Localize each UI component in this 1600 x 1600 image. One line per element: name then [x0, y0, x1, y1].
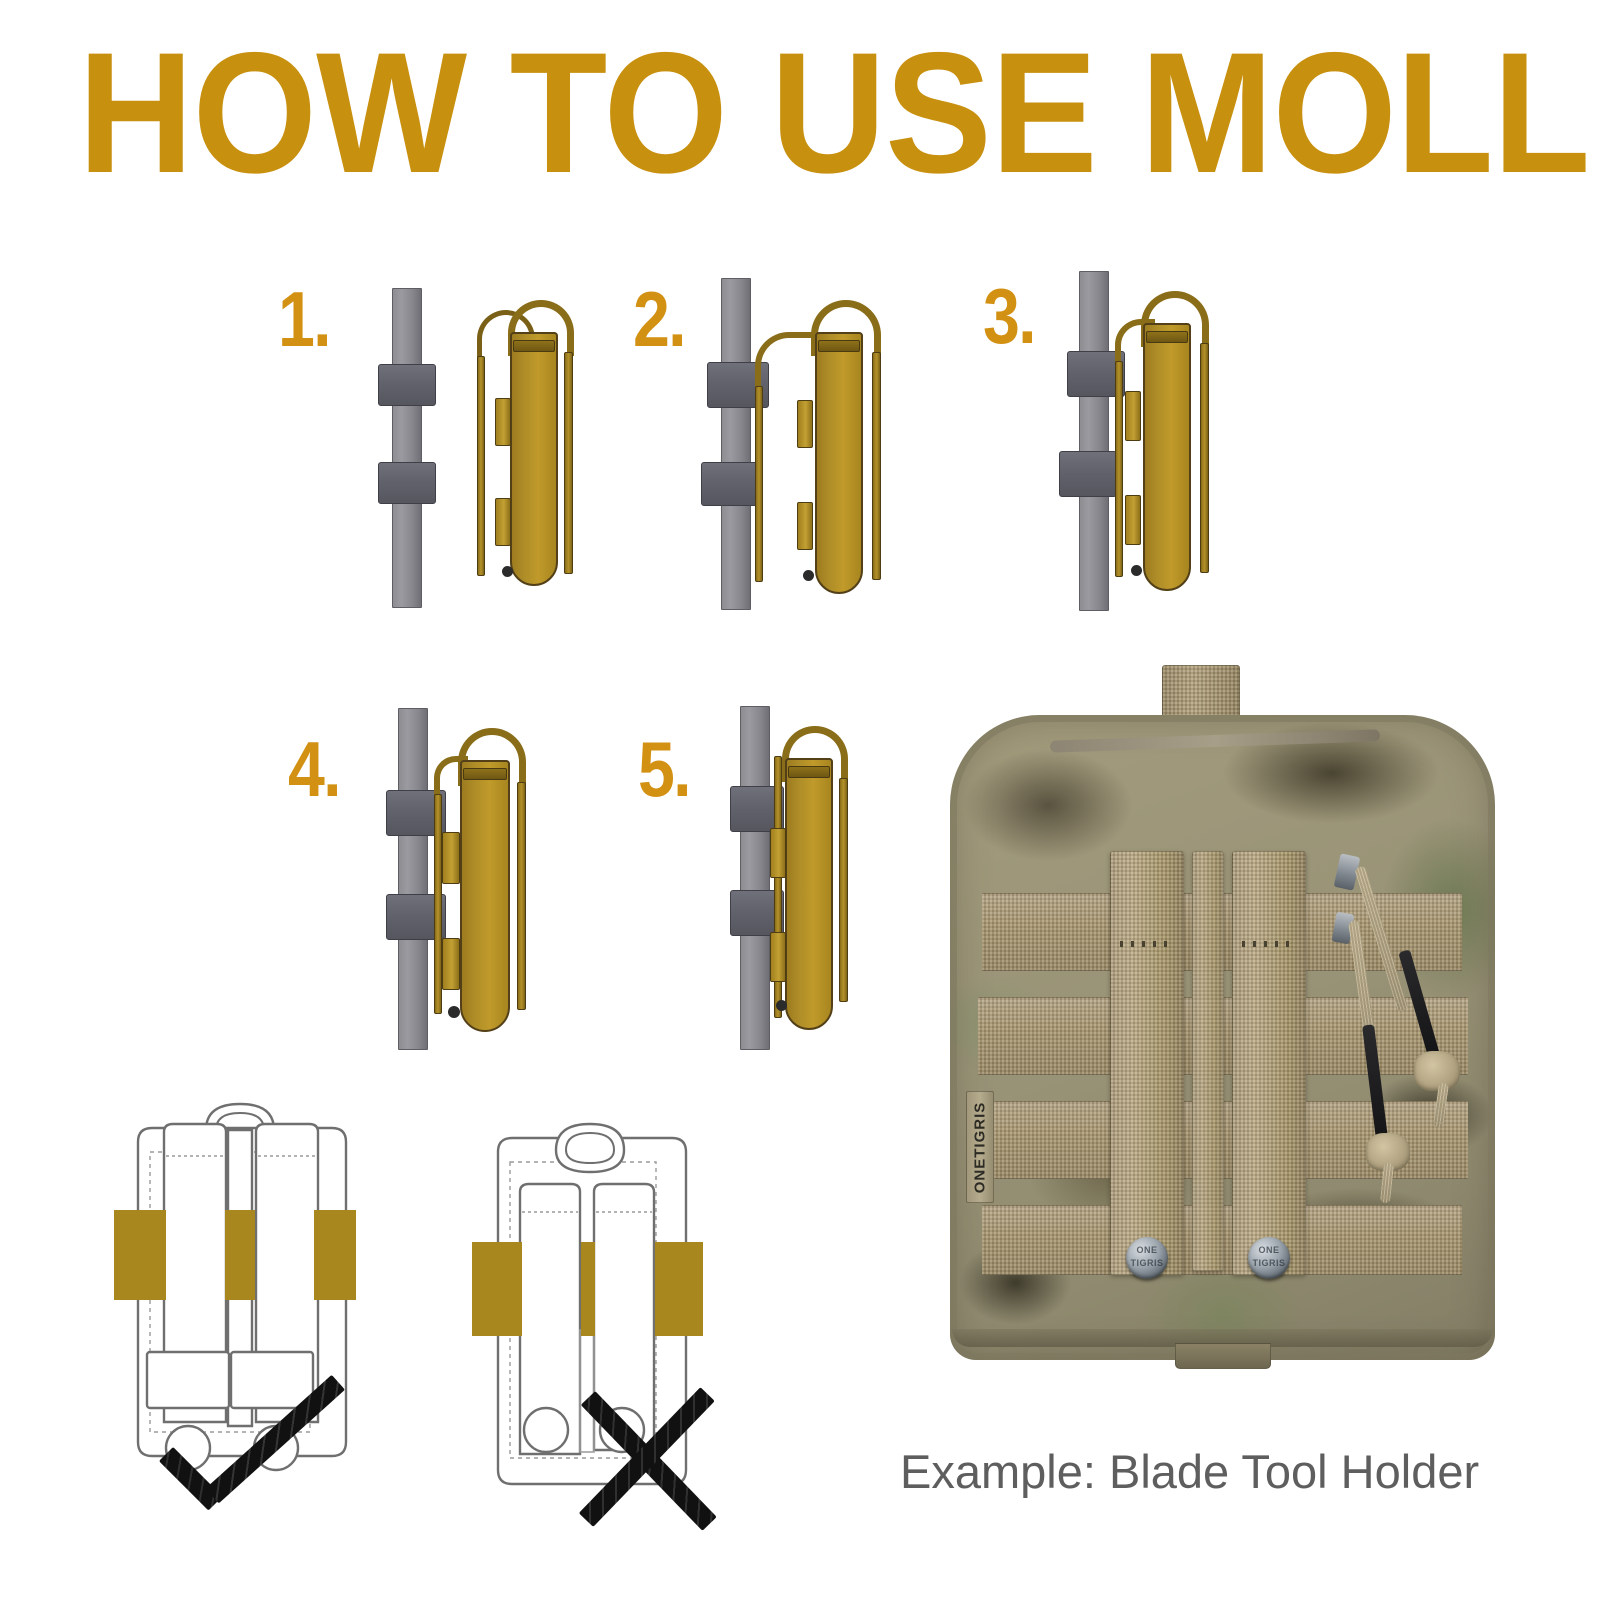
snap-button-right: ONE TIGRIS [1248, 1237, 1290, 1279]
pouch-snap-dot [1131, 565, 1142, 576]
pouch-top-edge [818, 340, 860, 352]
molle-webbing-strip [1079, 271, 1109, 611]
webbing-band-right [655, 1242, 703, 1336]
webbing-loop-upper [378, 364, 436, 406]
pouch-strap-tab-upper [442, 832, 460, 884]
pouch-top-edge [513, 340, 555, 352]
correct-example [100, 1090, 430, 1511]
product-caption: Example: Blade Tool Holder [900, 1445, 1480, 1498]
molle-strap-right [1232, 851, 1306, 1275]
brand-label-text: ONETIGRIS [971, 1101, 989, 1194]
pouch-strap-outer-tail [477, 356, 485, 576]
pouch-strap-rear-tail [839, 778, 848, 1002]
pouch-strap-hook [508, 300, 574, 356]
step-3-number: 3. [983, 272, 1037, 360]
pouch-strap-tab-lower [495, 498, 511, 546]
incorrect-example [450, 1090, 780, 1531]
pouch-strap-rear-tail [564, 352, 573, 574]
pouch-body [460, 760, 510, 1032]
brand-label-tag: ONETIGRIS [966, 1091, 994, 1203]
webbing-band-left [472, 1242, 522, 1336]
molle-webbing-strip [392, 288, 422, 608]
molle-row-2 [978, 997, 1468, 1075]
pouch-strap-rear-tail [517, 782, 526, 1010]
pouch-strap-threading-curve [434, 756, 468, 798]
product-photo: ONE TIGRIS ONE TIGRIS ONETIGRIS [930, 655, 1510, 1395]
step-4-number: 4. [288, 725, 342, 813]
pouch-strap-tab-lower [442, 938, 460, 990]
pouch-strap-hook [458, 728, 526, 786]
pouch-strap-threaded-tail [434, 794, 442, 1014]
step-1: 1. [270, 270, 600, 610]
snap-brand-line1: ONE [1136, 1245, 1158, 1255]
pouch-strap-tab-upper [797, 400, 813, 448]
page-title: HOW TO USE MOLLE SYSTEM [78, 17, 1600, 209]
paracord-knot-upper [1414, 1051, 1460, 1091]
pouch-strap-hook [1141, 291, 1209, 347]
molle-webbing-strip [721, 278, 751, 610]
snap-brand-line2: TIGRIS [1130, 1258, 1164, 1268]
snap-brand-line1: ONE [1258, 1245, 1280, 1255]
snap-brand-line2: TIGRIS [1252, 1258, 1286, 1268]
pouch-strap-threaded-tail [755, 386, 763, 582]
pouch-strap-hook [782, 726, 848, 782]
step-5-number: 5. [638, 725, 692, 813]
webbing-band-right [314, 1210, 356, 1300]
webbing-band-center [225, 1210, 255, 1300]
step-4: 4. [280, 700, 610, 1050]
bottom-center-tab [1175, 1343, 1271, 1369]
pouch-body [815, 332, 863, 594]
pouch-strap-tab-lower [797, 502, 813, 550]
step-2: 2. [625, 270, 955, 610]
step-1-number: 1. [278, 275, 332, 363]
pouch-strap-threading-curve [1115, 319, 1155, 365]
snap-button-left: ONE TIGRIS [1126, 1237, 1168, 1279]
pouch-body [1143, 323, 1191, 591]
pouch-strap-tab-lower [1125, 495, 1141, 545]
bottom-binding [952, 1329, 1493, 1347]
step-3: 3. [975, 265, 1305, 611]
pouch-snap-dot [502, 566, 513, 577]
webbing-band-left [114, 1210, 166, 1300]
step-5: 5. [630, 700, 960, 1050]
pouch-body [510, 332, 558, 586]
pouch-strap-threading-curve [755, 332, 815, 392]
step-2-number: 2. [633, 275, 687, 363]
molle-webbing-strip [740, 706, 770, 1050]
pouch-strap-tab-upper [1125, 391, 1141, 441]
webbing-band-center [581, 1242, 595, 1336]
pouch-top-edge [1146, 331, 1188, 343]
check-mark-icon [158, 1358, 408, 1511]
pouch-strap-threaded-tail [1115, 361, 1123, 577]
webbing-loop-lower [701, 462, 761, 506]
pouch-strap-tab-upper [495, 398, 511, 446]
pouch-strap-hook [811, 300, 881, 356]
pouch-strap-threaded-tail [774, 756, 782, 1018]
correct-pouch-lineart [136, 1102, 348, 1472]
molle-center-divider [1192, 851, 1224, 1271]
pouch-strap-tab-upper [770, 828, 786, 878]
pouch-top-edge [788, 766, 830, 778]
molle-webbing-strip [398, 708, 428, 1050]
cross-mark-icon [578, 1370, 768, 1531]
pouch-strap-rear-tail [1200, 343, 1209, 573]
pouch-snap-dot [776, 1000, 787, 1011]
pouch-snap-dot [448, 1006, 460, 1018]
pouch-strap-tab-lower [770, 932, 786, 982]
molle-strap-left [1110, 851, 1184, 1275]
strap-left-perforations [1120, 941, 1174, 947]
pouch-snap-dot [803, 570, 814, 581]
pouch-body [785, 758, 833, 1030]
strap-right-perforations [1242, 941, 1296, 947]
pouch-top-edge [463, 768, 507, 780]
webbing-loop-lower [1059, 451, 1117, 497]
pouch-strap-rear-tail [872, 352, 881, 580]
webbing-loop-lower [378, 462, 436, 504]
